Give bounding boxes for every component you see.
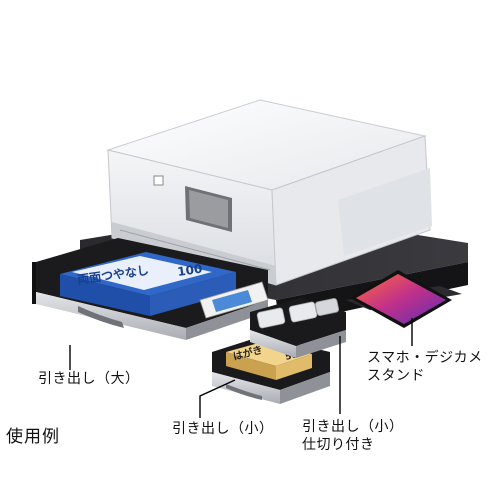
label-big-drawer: 引き出し（大） — [38, 371, 140, 387]
label-phone-stand-line2: スタンド — [367, 368, 425, 384]
label-divided-drawer-line1: 引き出し（小） — [302, 419, 404, 435]
paper-pack: 両面つやなし 100 — [60, 252, 236, 316]
callout-line-small-drawer — [199, 379, 236, 418]
paper-pack-size: 100 — [176, 262, 203, 279]
smartphone — [350, 270, 452, 328]
phone-stand — [346, 270, 462, 328]
label-phone-stand-line1: スマホ・デジカメ — [367, 350, 483, 366]
label-divided-drawer: 引き出し（小） 仕切り付き — [302, 418, 404, 454]
printer — [106, 99, 432, 286]
label-phone-stand: スマホ・デジカメ スタンド — [367, 349, 483, 385]
power-button-icon — [153, 175, 164, 186]
big-drawer: 両面つやなし 100 — [32, 238, 269, 340]
label-small-drawer: 引き出し（小） — [172, 421, 274, 437]
label-divided-drawer-line2: 仕切り付き — [302, 437, 375, 453]
usage-example-caption: 使用例 — [6, 427, 60, 447]
divided-drawer — [250, 298, 346, 358]
callout-lines — [69, 318, 413, 418]
